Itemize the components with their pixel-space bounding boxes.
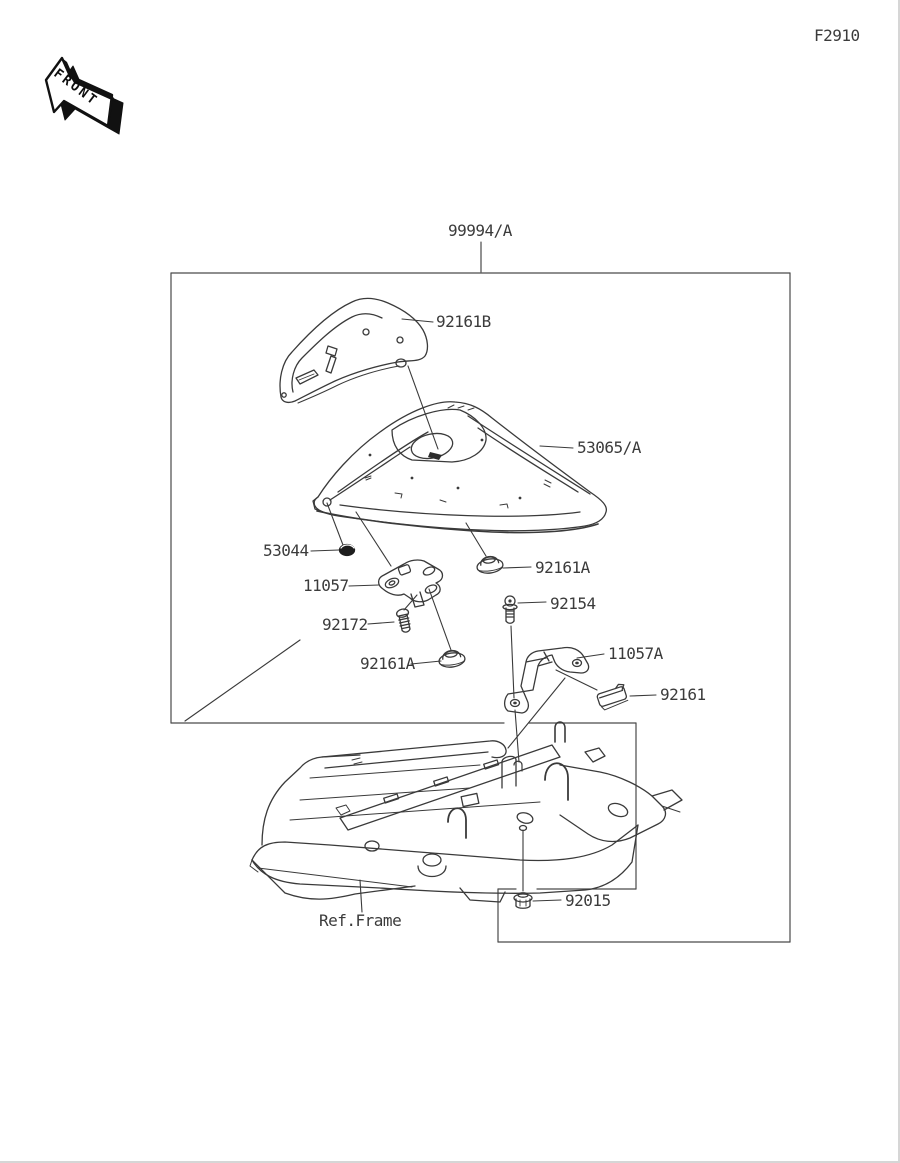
part-label-92161b: 92161B: [436, 312, 491, 331]
part-label-kit-99994: 99994/A: [448, 221, 512, 240]
part-label-53065: 53065/A: [577, 438, 641, 457]
bracket-11057-drawing: [377, 559, 444, 608]
damper-92161a-left-drawing: [438, 649, 466, 668]
damper-92161a-right-drawing: [476, 555, 504, 574]
part-label-92015: 92015: [565, 891, 611, 910]
part-label-92161: 92161: [660, 685, 706, 704]
grommet-53044-drawing: [338, 543, 356, 557]
leader-lines: [184, 241, 657, 913]
kit-box-outline: [170, 272, 791, 943]
pad-92161-drawing: [596, 683, 629, 711]
front-arrow-icon: [44, 56, 124, 135]
seat-cowl-53065-drawing: [312, 401, 608, 534]
bracket-11057a-drawing: [503, 646, 590, 714]
ref-frame-label: Ref.Frame: [319, 911, 402, 930]
ref-frame-drawing: [249, 721, 683, 903]
part-label-92154: 92154: [550, 594, 596, 613]
nut-92015-drawing: [513, 892, 533, 909]
seat-cover-92161b-drawing: [279, 297, 429, 404]
screw-92172-drawing: [395, 608, 411, 633]
part-label-11057a: 11057A: [608, 644, 663, 663]
part-label-11057: 11057: [303, 576, 349, 595]
part-label-92172: 92172: [322, 615, 368, 634]
part-label-92161a-left: 92161A: [360, 654, 415, 673]
page-code: F2910: [814, 26, 860, 45]
part-label-53044: 53044: [263, 541, 309, 560]
part-label-92161a-right: 92161A: [535, 558, 590, 577]
screw-92154-drawing: [502, 595, 518, 624]
